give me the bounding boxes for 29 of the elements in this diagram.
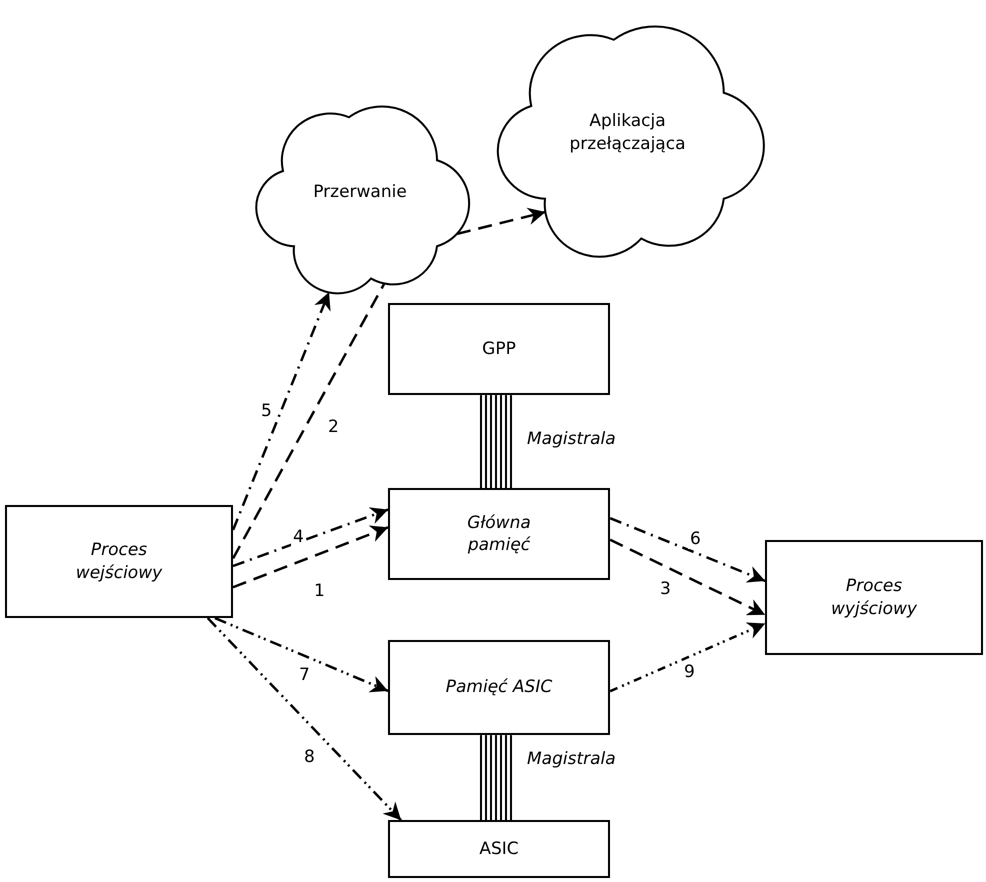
process-box <box>388 303 610 395</box>
edge-label: 6 <box>688 530 703 549</box>
arrow <box>610 517 766 583</box>
process-box <box>5 505 233 618</box>
arrow <box>232 525 389 588</box>
process-box <box>765 540 983 655</box>
process-box <box>388 488 610 580</box>
node-label: ASIC <box>478 838 520 860</box>
arrow <box>232 292 331 530</box>
node-label: GPP <box>481 338 517 360</box>
edge-label: 4 <box>291 528 306 547</box>
arrow <box>232 507 389 568</box>
arrow <box>214 616 389 692</box>
node-label: Aplikacja przełączająca <box>568 110 686 155</box>
process-box <box>388 640 610 735</box>
process-box <box>388 820 610 878</box>
edge-label: Magistrala <box>525 750 618 769</box>
node-label: Proces wejściowy <box>74 539 164 584</box>
node-label: Przerwanie <box>312 181 408 204</box>
bus-lines <box>478 735 512 820</box>
arrow <box>206 617 402 822</box>
node-label: Proces wyjściowy <box>830 575 918 620</box>
arrow <box>610 538 766 616</box>
arrow <box>456 208 546 236</box>
arrow <box>610 622 766 692</box>
bus-lines <box>478 395 512 488</box>
node-label: Główna pamięć <box>466 512 532 556</box>
node-label: Pamięć ASIC <box>444 676 554 699</box>
edge-label: Magistrala <box>525 430 618 449</box>
